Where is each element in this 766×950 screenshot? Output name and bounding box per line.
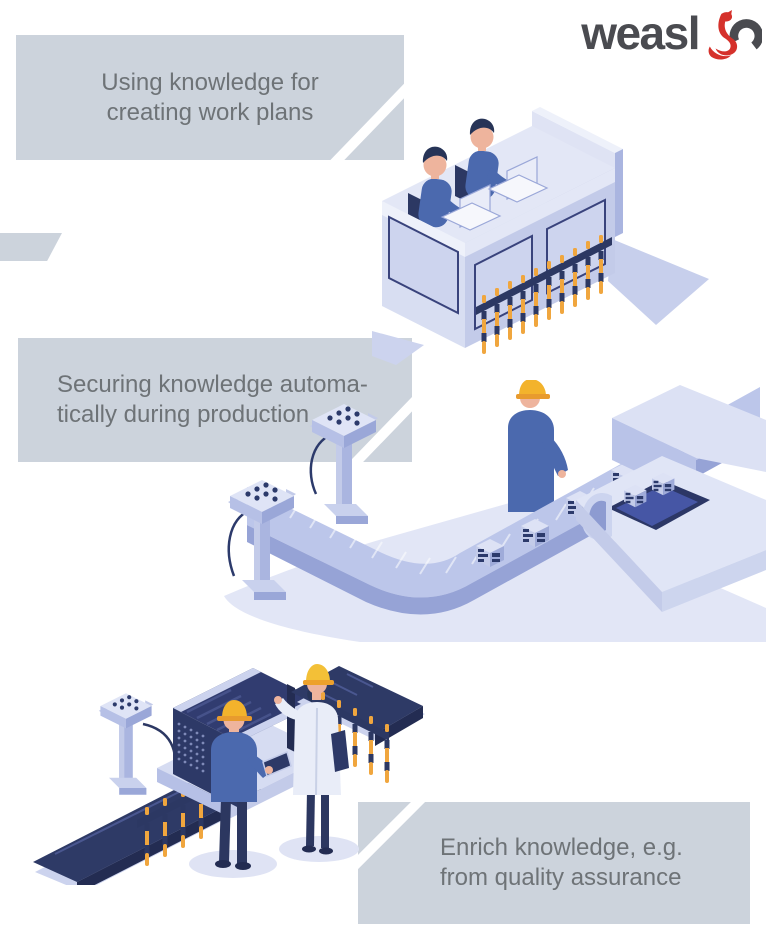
planning-platform-illustration <box>372 107 709 365</box>
caption-step2-line1: Securing knowledge automa- <box>57 371 368 398</box>
caption-step1: Using knowledge for creating work plans <box>16 35 404 160</box>
weasel-body <box>715 12 738 56</box>
hanging-tool-rack <box>476 235 612 354</box>
caption-step3: Enrich knowledge, e.g. from quality assu… <box>358 802 750 924</box>
head <box>423 153 447 177</box>
laptop-left <box>440 184 502 231</box>
platform-railing <box>382 168 615 348</box>
shadow <box>279 836 359 862</box>
worker-with-tablet <box>211 700 292 870</box>
inspector-lab-coat <box>274 664 349 855</box>
caption-step2-line2: tically during production <box>57 401 310 428</box>
weasel-tail <box>708 46 731 60</box>
tool-rail <box>315 696 389 741</box>
weasel-ear <box>727 10 732 16</box>
plant-worker <box>508 380 568 512</box>
brand-logo: weasl <box>581 10 762 60</box>
conveyor-line-illustration <box>224 380 766 642</box>
weasel-logo-icon <box>708 10 762 60</box>
clipboard <box>331 730 349 772</box>
hair <box>307 690 312 702</box>
head <box>470 125 494 149</box>
wire <box>309 432 333 495</box>
laptop-right <box>487 156 549 203</box>
caption-step1-line2: creating work plans <box>106 98 314 126</box>
vent-dots <box>177 722 205 773</box>
hard-hat <box>306 664 330 682</box>
caption-step3-line2: from quality assurance <box>440 864 682 891</box>
hair <box>469 118 495 135</box>
quality-inspection-illustration <box>33 664 425 885</box>
brand-logo-text: weasl <box>581 7 700 59</box>
hair <box>422 146 448 163</box>
caption-step1-line1: Using knowledge for <box>101 68 319 96</box>
shadow <box>189 850 277 878</box>
hard-hat <box>222 700 247 718</box>
hard-hat <box>519 380 546 396</box>
wire <box>227 508 251 577</box>
floor-shadow <box>372 239 709 365</box>
plug-posts <box>227 404 378 600</box>
decor-parallelogram <box>0 233 62 261</box>
scanner-machine <box>576 385 766 612</box>
caption-step3-line1: Enrich knowledge, e.g. <box>440 834 683 861</box>
